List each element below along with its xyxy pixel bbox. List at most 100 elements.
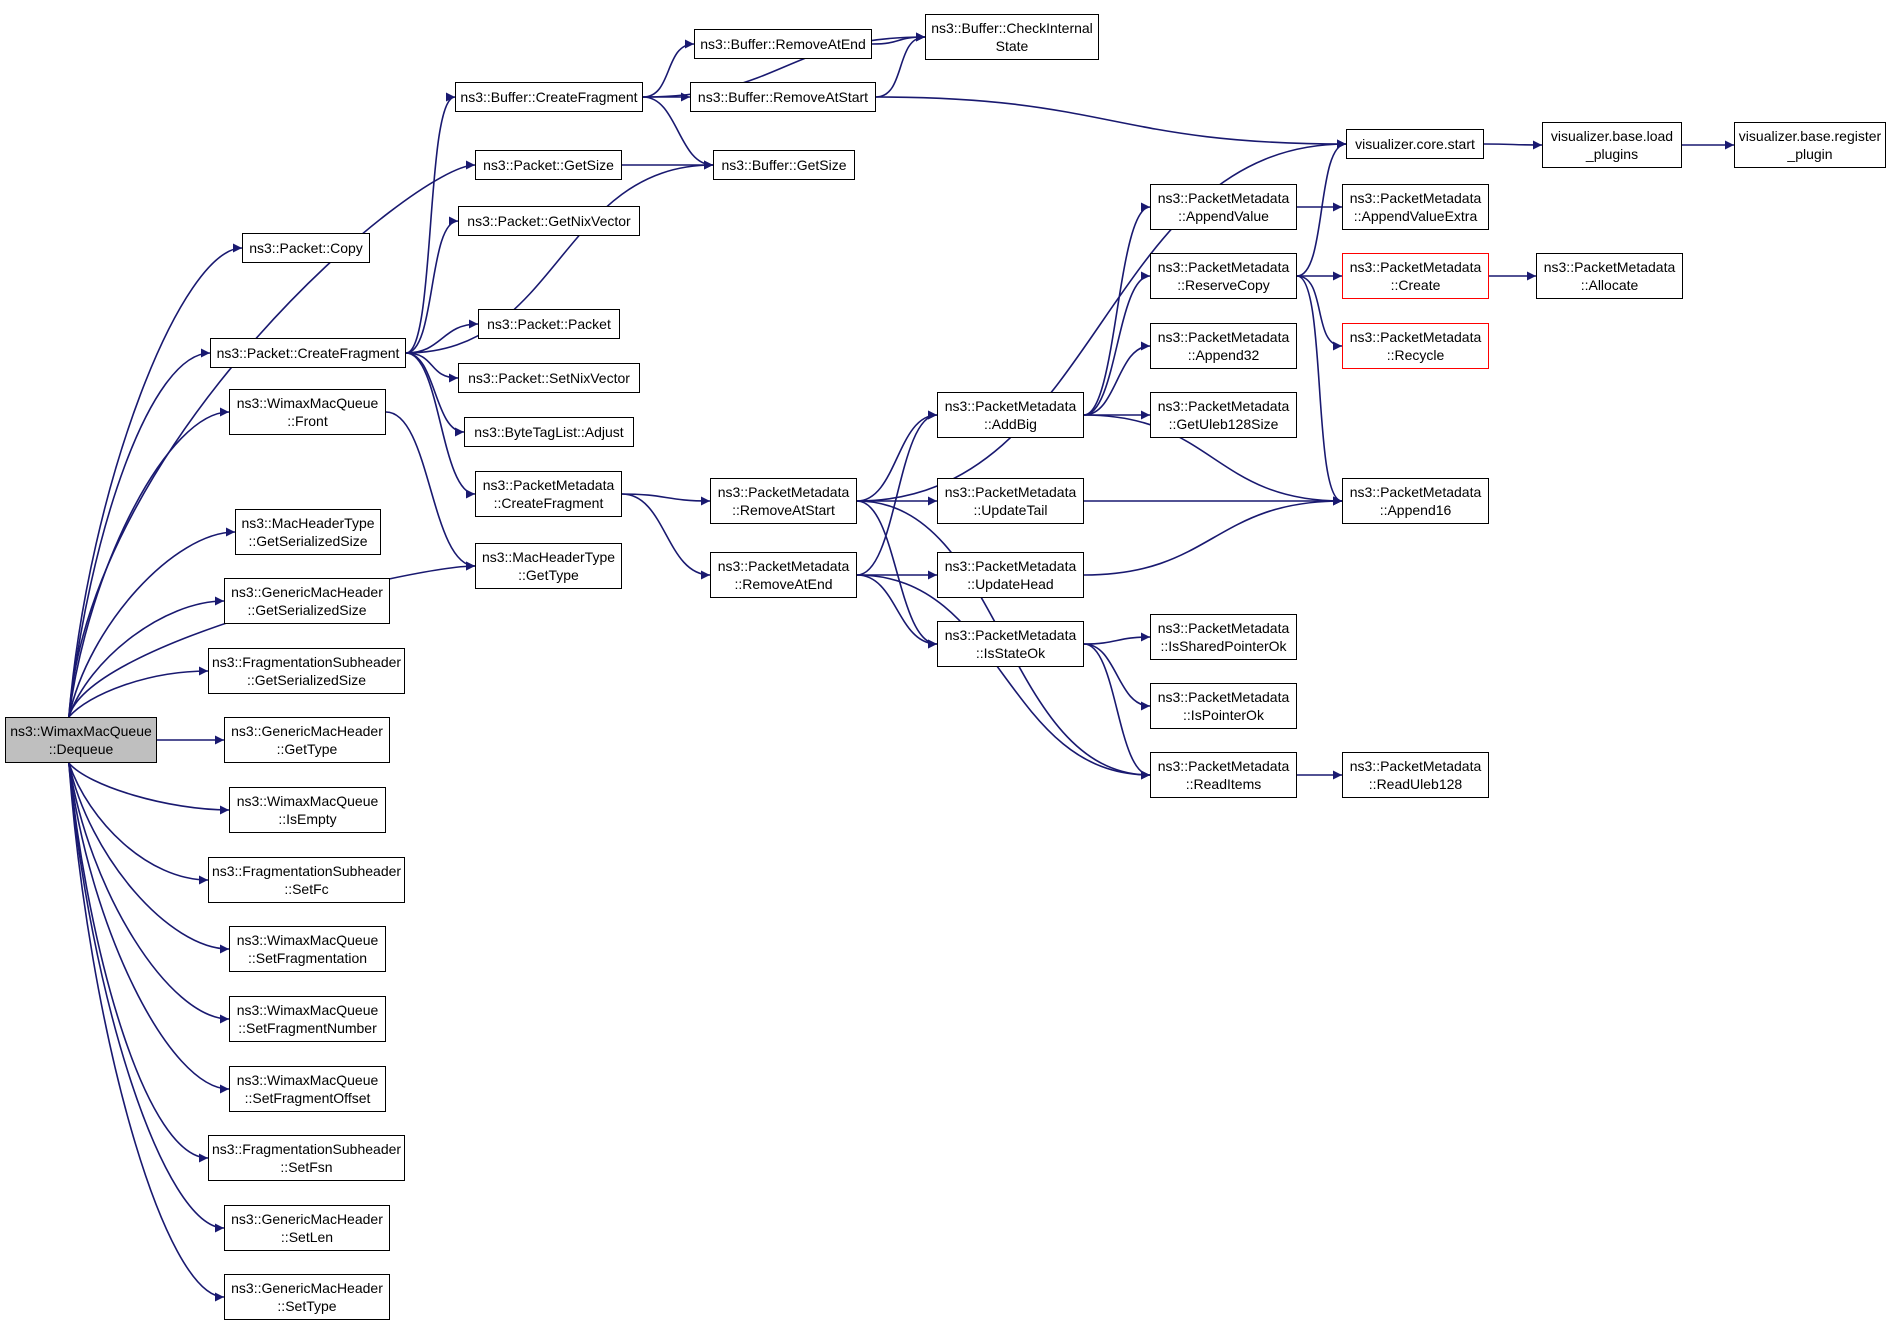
node-label: ::CreateFragment — [493, 495, 604, 511]
node-label: ns3::GenericMacHeader — [231, 1211, 383, 1227]
node-pm-appendvalue[interactable]: ns3::PacketMetadata::AppendValue — [1150, 184, 1297, 230]
node-label: ns3::Packet::Copy — [249, 240, 363, 256]
edge-pm-reservecopy-to-visualizer-core-start — [1296, 139, 1347, 277]
node-label: ::AppendValueExtra — [1353, 208, 1478, 224]
node-label: ns3::FragmentationSubheader — [211, 1141, 402, 1157]
node-label: ::GetSerializedSize — [248, 533, 368, 549]
edge-dequeue-to-gmh-setlen — [68, 762, 225, 1233]
node-gmh-setlen[interactable]: ns3::GenericMacHeader::SetLen — [224, 1205, 390, 1251]
node-pm-readuleb128[interactable]: ns3::PacketMetadata::ReadUleb128 — [1342, 752, 1489, 798]
node-pm-readitems[interactable]: ns3::PacketMetadata::ReadItems — [1150, 752, 1297, 798]
node-label: ::IsPointerOk — [1183, 707, 1264, 723]
node-wmq-isempty[interactable]: ns3::WimaxMacQueue::IsEmpty — [229, 787, 386, 833]
node-label: ns3::WimaxMacQueue — [236, 932, 379, 948]
node-label: ns3::Buffer::RemoveAtStart — [697, 89, 869, 105]
node-pm-createfragment[interactable]: ns3::PacketMetadata::CreateFragment — [475, 471, 622, 517]
node-label: ns3::GenericMacHeader — [231, 584, 383, 600]
node-pm-appendvalueextra[interactable]: ns3::PacketMetadata::AppendValueExtra — [1342, 184, 1489, 230]
edge-dequeue-to-wmq-isempty — [68, 762, 230, 815]
node-pm-allocate[interactable]: ns3::PacketMetadata::Allocate — [1536, 253, 1683, 299]
node-label: ns3::MacHeaderType — [241, 515, 375, 531]
edge-pm-addbig-to-pm-append32 — [1083, 341, 1151, 416]
node-packet-getsize[interactable]: ns3::Packet::GetSize — [475, 150, 622, 180]
node-packet-createfragment[interactable]: ns3::Packet::CreateFragment — [210, 338, 406, 368]
node-bytetaglist-adjust[interactable]: ns3::ByteTagList::Adjust — [464, 417, 634, 447]
node-visualizer-base-load-plugins[interactable]: visualizer.base.load_plugins — [1542, 122, 1682, 168]
node-pm-issharedpointerok[interactable]: ns3::PacketMetadata::IsSharedPointerOk — [1150, 614, 1297, 660]
node-pm-getuleb128size[interactable]: ns3::PacketMetadata::GetUleb128Size — [1150, 392, 1297, 438]
node-dequeue[interactable]: ns3::WimaxMacQueue::Dequeue — [5, 717, 157, 763]
edge-dequeue-to-fsh-getserializedsize — [68, 666, 209, 718]
edge-dequeue-to-packet-copy — [68, 243, 243, 718]
node-pm-recycle[interactable]: ns3::PacketMetadata::Recycle — [1342, 323, 1489, 369]
node-label: ::ReadItems — [1185, 776, 1262, 792]
node-fsh-setfsn[interactable]: ns3::FragmentationSubheader::SetFsn — [208, 1135, 405, 1181]
node-gmh-getserializedsize[interactable]: ns3::GenericMacHeader::GetSerializedSize — [224, 578, 390, 624]
node-buffer-removeatend[interactable]: ns3::Buffer::RemoveAtEnd — [694, 29, 872, 59]
node-wmq-setfragmentation[interactable]: ns3::WimaxMacQueue::SetFragmentation — [229, 926, 386, 972]
node-label: ns3::WimaxMacQueue — [236, 793, 379, 809]
node-pm-append32[interactable]: ns3::PacketMetadata::Append32 — [1150, 323, 1297, 369]
node-label: ::IsEmpty — [278, 811, 337, 827]
node-packet-copy[interactable]: ns3::Packet::Copy — [242, 233, 370, 263]
node-label: ns3::FragmentationSubheader — [211, 654, 402, 670]
node-visualizer-core-start[interactable]: visualizer.core.start — [1346, 129, 1484, 159]
node-gmh-settype[interactable]: ns3::GenericMacHeader::SetType — [224, 1274, 390, 1320]
edge-dequeue-to-mht-getserializedsize — [68, 527, 236, 718]
node-buffer-getsize[interactable]: ns3::Buffer::GetSize — [713, 150, 855, 180]
edge-dequeue-to-wmq-setfragmentation — [68, 762, 230, 954]
node-label: ns3::PacketMetadata — [1157, 398, 1290, 414]
node-pm-isstateok[interactable]: ns3::PacketMetadata::IsStateOk — [937, 621, 1084, 667]
node-label: ns3::PacketMetadata — [717, 558, 850, 574]
node-pm-updatehead[interactable]: ns3::PacketMetadata::UpdateHead — [937, 552, 1084, 598]
node-wmq-front[interactable]: ns3::WimaxMacQueue::Front — [229, 389, 386, 435]
node-packet-setnixvector[interactable]: ns3::Packet::SetNixVector — [458, 363, 640, 393]
node-label: ns3::PacketMetadata — [944, 558, 1077, 574]
node-wmq-setfragmentoffset[interactable]: ns3::WimaxMacQueue::SetFragmentOffset — [229, 1066, 386, 1112]
edge-packet-createfragment-to-pm-createfragment — [405, 352, 476, 499]
node-fsh-getserializedsize[interactable]: ns3::FragmentationSubheader::GetSerializ… — [208, 648, 405, 694]
node-label: ns3::GenericMacHeader — [231, 1280, 383, 1296]
node-mht-getserializedsize[interactable]: ns3::MacHeaderType::GetSerializedSize — [235, 509, 381, 555]
node-label: ns3::Packet::CreateFragment — [216, 345, 400, 361]
node-label: ::Allocate — [1580, 277, 1639, 293]
node-pm-addbig[interactable]: ns3::PacketMetadata::AddBig — [937, 392, 1084, 438]
node-label: ns3::Buffer::CheckInternal — [931, 20, 1093, 36]
node-fsh-setfc[interactable]: ns3::FragmentationSubheader::SetFc — [208, 857, 405, 903]
node-pm-ispointerok[interactable]: ns3::PacketMetadata::IsPointerOk — [1150, 683, 1297, 729]
edge-dequeue-to-fsh-setfc — [68, 762, 209, 885]
node-label: ::ReserveCopy — [1177, 277, 1270, 293]
node-packet-getnixvector[interactable]: ns3::Packet::GetNixVector — [458, 206, 640, 236]
node-wmq-setfragmentnumber[interactable]: ns3::WimaxMacQueue::SetFragmentNumber — [229, 996, 386, 1042]
node-label: ns3::PacketMetadata — [1157, 329, 1290, 345]
node-pm-reservecopy[interactable]: ns3::PacketMetadata::ReserveCopy — [1150, 253, 1297, 299]
node-mht-gettype[interactable]: ns3::MacHeaderType::GetType — [475, 543, 622, 589]
node-visualizer-base-register-plugin[interactable]: visualizer.base.register_plugin — [1734, 122, 1886, 168]
node-pm-create[interactable]: ns3::PacketMetadata::Create — [1342, 253, 1489, 299]
node-label: ns3::PacketMetadata — [1349, 758, 1482, 774]
node-label: ::Recycle — [1386, 347, 1445, 363]
node-label: ns3::PacketMetadata — [944, 484, 1077, 500]
node-label: ::SetType — [277, 1298, 337, 1314]
edge-pm-reservecopy-to-pm-recycle — [1296, 275, 1343, 351]
node-label: ::IsSharedPointerOk — [1160, 638, 1287, 654]
node-label: ns3::Packet::GetSize — [483, 157, 614, 173]
node-label: ::Front — [287, 413, 328, 429]
node-pm-append16[interactable]: ns3::PacketMetadata::Append16 — [1342, 478, 1489, 524]
node-buffer-removeatstart[interactable]: ns3::Buffer::RemoveAtStart — [690, 82, 876, 112]
node-pm-updatetail[interactable]: ns3::PacketMetadata::UpdateTail — [937, 478, 1084, 524]
node-label: ::SetFragmentNumber — [238, 1020, 377, 1036]
node-label: ns3::PacketMetadata — [1349, 259, 1482, 275]
node-packet-packet[interactable]: ns3::Packet::Packet — [478, 309, 620, 339]
node-pm-removeatstart[interactable]: ns3::PacketMetadata::RemoveAtStart — [710, 478, 857, 524]
node-pm-removeatend[interactable]: ns3::PacketMetadata::RemoveAtEnd — [710, 552, 857, 598]
node-label: ::Append32 — [1187, 347, 1260, 363]
node-gmh-gettype[interactable]: ns3::GenericMacHeader::GetType — [224, 717, 390, 763]
node-label: ::RemoveAtStart — [732, 502, 835, 518]
node-label: ::SetFsn — [280, 1159, 333, 1175]
node-buffer-createfragment[interactable]: ns3::Buffer::CreateFragment — [455, 82, 643, 112]
node-label: ns3::PacketMetadata — [482, 477, 615, 493]
node-label: State — [995, 38, 1029, 54]
